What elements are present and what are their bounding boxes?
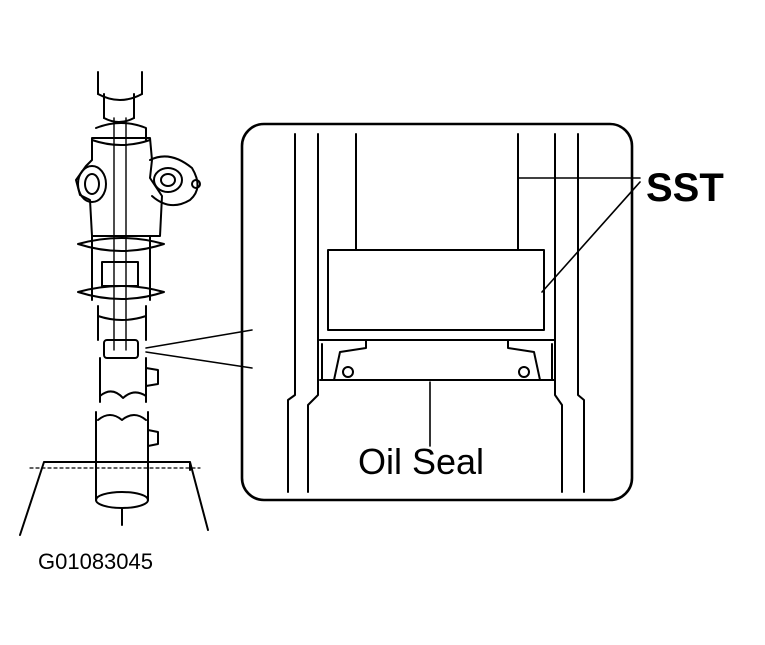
oil-seal-label: Oil Seal [358, 441, 485, 482]
press-stand [19, 461, 209, 536]
figure-id: G01083045 [38, 549, 153, 574]
housing-body [75, 122, 201, 237]
sst-leader-lower [541, 181, 641, 293]
assembly-illustration [19, 71, 253, 536]
press-rod [97, 71, 143, 351]
sst-label: SST [646, 166, 724, 210]
detail-frame [240, 122, 634, 502]
detail-view [240, 122, 641, 502]
detail-leader [145, 329, 253, 369]
lower-cylinder [95, 411, 159, 526]
seal-area-left [97, 305, 159, 403]
sst-tool [327, 133, 545, 331]
oil-seal [319, 339, 555, 381]
clamp-rings [77, 235, 165, 301]
